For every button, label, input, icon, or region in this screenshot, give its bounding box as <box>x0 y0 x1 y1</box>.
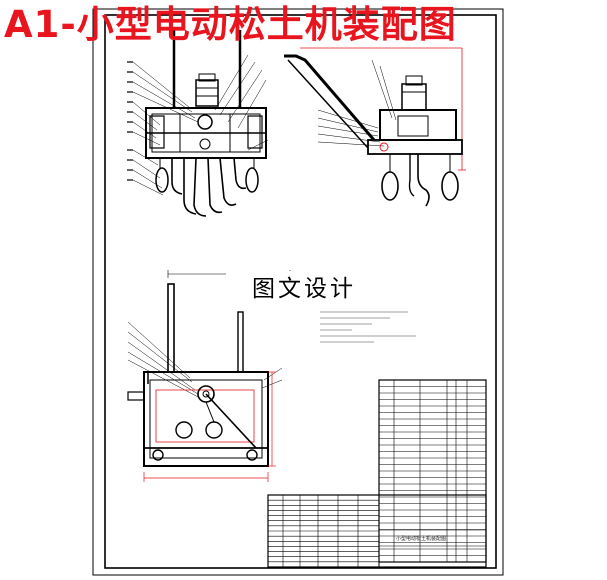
technical-notes <box>320 311 416 343</box>
watermark-label: 图文设计 <box>226 271 382 307</box>
sheet-outer-border <box>92 8 504 576</box>
side-view <box>284 47 466 207</box>
drawing-title: A1-小型电动松土机装配图 <box>4 3 457 46</box>
title-block-drawing-name: 小型电动松土机装配图 <box>395 536 446 542</box>
title-block <box>267 494 487 568</box>
parts-table <box>378 379 487 563</box>
front-view <box>127 30 269 217</box>
sheet-inner-border <box>104 14 497 569</box>
top-view <box>127 270 291 482</box>
